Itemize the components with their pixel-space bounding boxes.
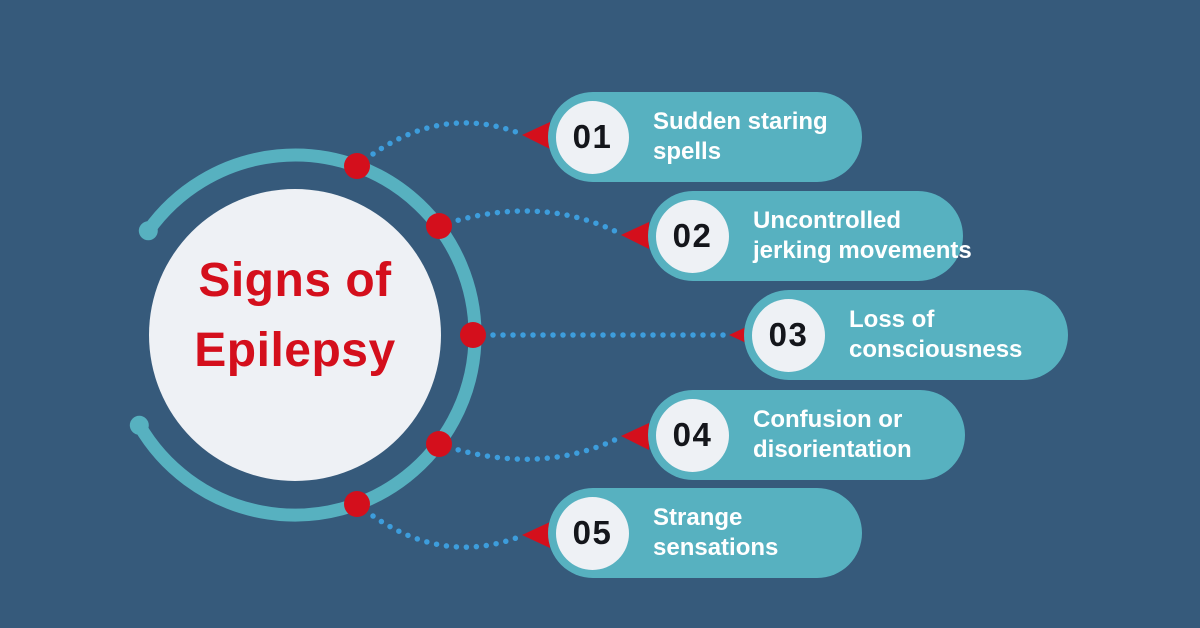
connector-dot-1 bbox=[344, 153, 370, 179]
title-circle bbox=[149, 189, 441, 481]
item-label: Uncontrolled jerking movements bbox=[753, 206, 972, 266]
page-title: Signs of Epilepsy bbox=[149, 246, 441, 386]
item-label-line: Confusion or bbox=[753, 406, 903, 433]
arrowhead-icon-5 bbox=[522, 522, 550, 548]
item-label-line: disorientation bbox=[753, 436, 912, 463]
connector-dotted-line-5 bbox=[354, 501, 527, 550]
title-line-2: Epilepsy bbox=[194, 324, 396, 377]
connector-dotted-line-1 bbox=[354, 120, 527, 169]
item-label-line: Uncontrolled bbox=[753, 207, 901, 234]
item-label-line: Sudden staring bbox=[653, 108, 828, 135]
connector-dot-5 bbox=[344, 491, 370, 517]
item-number-badge: 02 bbox=[656, 199, 729, 273]
sign-item-4: 04 Confusion or disorientation bbox=[648, 390, 965, 480]
item-label-line: Strange bbox=[653, 504, 743, 531]
sign-item-3: 03 Loss of consciousness bbox=[744, 290, 1068, 380]
item-label: Sudden staring spells bbox=[653, 107, 828, 167]
connector-dot-2 bbox=[426, 213, 452, 239]
ring-end-dot-top bbox=[138, 221, 158, 241]
item-number-badge: 03 bbox=[752, 298, 825, 372]
item-label: Loss of consciousness bbox=[849, 305, 1022, 365]
arrowhead-icon-2 bbox=[621, 222, 649, 249]
ring-end-dot-bottom bbox=[129, 415, 149, 435]
connector-dotted-line-4 bbox=[436, 433, 626, 462]
item-label-line: spells bbox=[653, 138, 722, 165]
item-number-badge: 04 bbox=[656, 398, 729, 472]
item-label: Confusion or disorientation bbox=[753, 405, 912, 465]
item-label-line: consciousness bbox=[849, 336, 1023, 363]
connector-dot-3 bbox=[460, 322, 486, 348]
connector-dot-4 bbox=[426, 431, 452, 457]
sign-item-2: 02 Uncontrolled jerking movements bbox=[648, 191, 972, 281]
item-number-badge: 01 bbox=[556, 100, 629, 174]
item-label-line: jerking movements bbox=[753, 237, 972, 264]
connector-dotted-line-2 bbox=[436, 208, 626, 238]
item-number-badge: 05 bbox=[556, 496, 629, 570]
item-label: Strange sensations bbox=[653, 503, 778, 563]
sign-item-5: 05 Strange sensations bbox=[548, 488, 862, 578]
arrowhead-icon-4 bbox=[621, 423, 649, 450]
sign-item-1: 01 Sudden staring spells bbox=[548, 92, 862, 182]
title-line-1: Signs of bbox=[198, 254, 392, 307]
item-label-line: Loss of bbox=[849, 306, 935, 333]
item-label-line: sensations bbox=[653, 534, 779, 561]
arrowhead-icon-1 bbox=[522, 122, 550, 149]
